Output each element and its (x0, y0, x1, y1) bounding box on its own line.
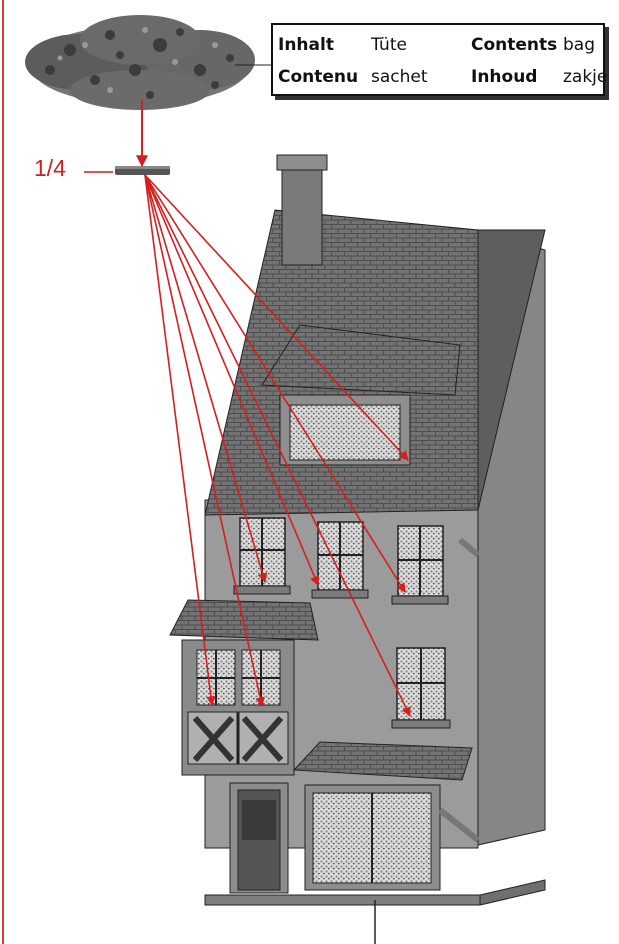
legend-nl-value: zakje (563, 67, 607, 87)
contents-legend: Inhalt Tüte Contents bag Contenu sachet … (271, 23, 605, 96)
legend-en-value: bag (563, 35, 595, 55)
quantity-label: 1/4 (34, 155, 66, 182)
building-model (170, 155, 545, 905)
legend-fr-label: Contenu (278, 67, 358, 87)
legend-en-label: Contents (471, 35, 557, 55)
legend-de-label: Inhalt (278, 35, 334, 55)
legend-fr-value: sachet (371, 67, 428, 87)
bag-icon (115, 166, 170, 175)
foliage-material-icon (25, 15, 255, 110)
legend-nl-label: Inhoud (471, 67, 537, 87)
legend-de-value: Tüte (371, 35, 407, 55)
